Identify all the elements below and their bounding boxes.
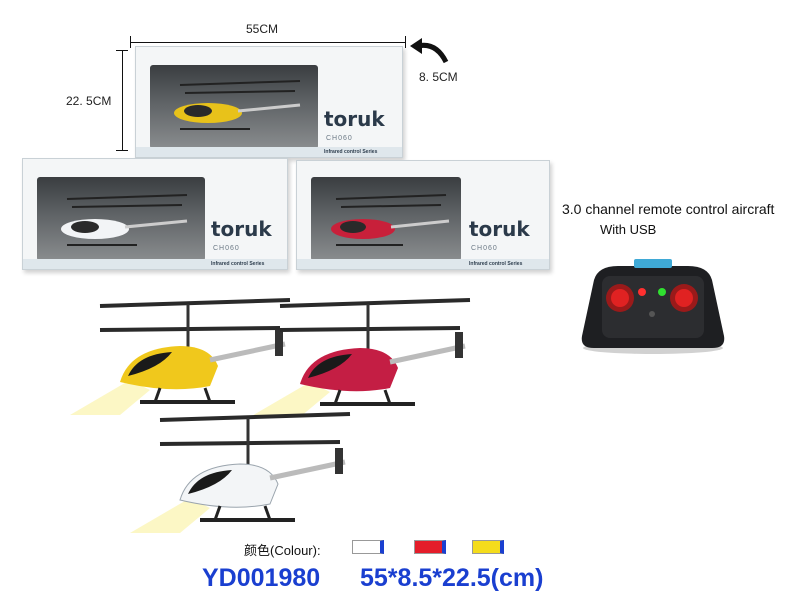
brand-logo: toruk (211, 217, 272, 241)
box-window (37, 177, 205, 261)
height-dimension-label: 22. 5CM (66, 94, 112, 108)
width-dimension-tick-left (130, 36, 131, 48)
strip-label: Infrared control Series (469, 261, 523, 267)
box-strip: Infrared control Series (23, 259, 287, 269)
height-dimension-tick-top (116, 50, 128, 51)
item-code: YD001980 (202, 564, 321, 592)
packaging-box-yellow: toruk CH060 Infrared control Series (135, 46, 403, 158)
product-description: 3.0 channel remote control aircraft (562, 201, 775, 217)
package-size: 55*8.5*22.5(cm) (360, 564, 544, 592)
helicopter-white-photo (130, 412, 351, 533)
box-strip: Infrared control Series (136, 147, 402, 157)
strip-label: Infrared control Series (324, 149, 378, 155)
colour-swatch-yellow (472, 540, 504, 554)
helicopter-yellow-icon (174, 80, 301, 130)
brand-logo: toruk (324, 107, 385, 131)
height-dimension-line (122, 50, 123, 150)
helicopter-white-icon (61, 194, 188, 246)
helicopter-yellow-photo (70, 298, 291, 415)
packaging-box-red: toruk CH060 Infrared control Series (296, 160, 550, 270)
product-usb-note: With USB (600, 222, 657, 237)
colour-label: 颜色(Colour): (244, 543, 321, 558)
depth-dimension-label: 8. 5CM (419, 70, 458, 84)
width-dimension-tick-right (405, 36, 406, 48)
helicopter-red-icon (331, 194, 450, 246)
model-number: CH060 (213, 245, 240, 252)
model-number: CH060 (326, 135, 353, 142)
colour-swatch-white (352, 540, 384, 554)
brand-logo: toruk (469, 217, 530, 241)
depth-arrow-icon (410, 38, 449, 64)
model-number: CH060 (471, 245, 498, 252)
packaging-box-white: toruk CH060 Infrared control Series (22, 158, 288, 270)
box-window (311, 177, 461, 261)
box-window (150, 65, 318, 149)
colour-swatch-red (414, 540, 446, 554)
width-dimension-label: 55CM (246, 22, 279, 36)
strip-label: Infrared control Series (211, 261, 265, 267)
height-dimension-tick-bottom (116, 150, 128, 151)
box-strip: Infrared control Series (297, 259, 549, 269)
helicopter-red-photo (250, 298, 471, 417)
width-dimension-line (130, 42, 406, 43)
remote-controller-icon (581, 259, 725, 354)
